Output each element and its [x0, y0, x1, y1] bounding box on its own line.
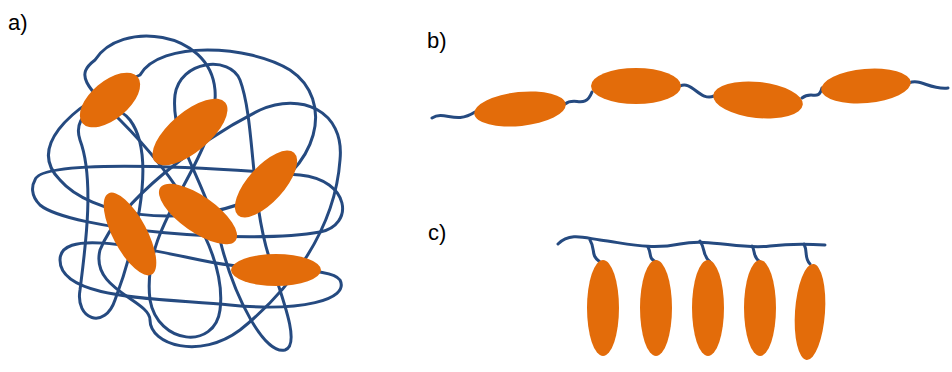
guest-host-coil [33, 36, 343, 350]
main-chain-polymer [432, 65, 948, 131]
panel-label: a) [8, 12, 28, 34]
side-chain-polymer [558, 237, 828, 361]
panel-label: c) [428, 222, 446, 244]
panel-label: b) [427, 30, 447, 52]
guest-chromophores [70, 62, 321, 286]
